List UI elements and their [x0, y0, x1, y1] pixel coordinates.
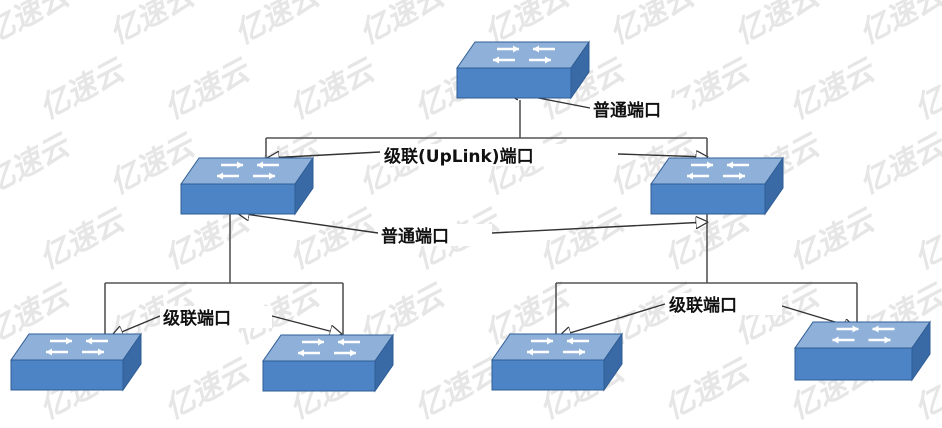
switch-arrowhead-icon [98, 348, 104, 356]
switch-middle-right [650, 156, 784, 216]
switch-side-face [374, 333, 394, 393]
switch-arrowhead-icon [269, 172, 275, 180]
uplink-port-label: 级联(UpLink)端口 [384, 146, 534, 167]
cascade-network-diagram: 普通端口 级联(UpLink)端口 普通端口 级联端口 级联端口 [10, 40, 931, 393]
switch-arrowhead-icon [547, 337, 553, 345]
switch-arrowhead-icon [707, 161, 713, 169]
switch-bottom-4 [794, 320, 931, 382]
switch-side-face [764, 156, 784, 216]
switch-arrowhead-icon [533, 45, 539, 53]
left-cascade-right-arrow [271, 315, 341, 334]
switch-front-face [491, 359, 605, 391]
switch-arrowhead-icon [727, 161, 733, 169]
switch-arrowhead-icon [739, 172, 745, 180]
switch-middle-left [180, 156, 314, 216]
switch-top-face [794, 321, 931, 349]
switch-arrowhead-icon [350, 349, 356, 357]
switch-arrowhead-icon [687, 172, 693, 180]
switch-arrowhead-icon [872, 325, 879, 333]
left-cascade-port-label: 级联端口 [163, 308, 231, 329]
right-cascade-port-label: 级联端口 [669, 295, 737, 316]
switch-side-face [122, 332, 142, 392]
switch-arrowhead-icon [527, 348, 533, 356]
switch-front-face [456, 67, 572, 99]
switch-top-face [491, 333, 623, 361]
switch-arrowhead-icon [579, 348, 585, 356]
switch-top-face [262, 334, 394, 362]
left-cascade-left-arrow [112, 315, 161, 336]
switch-bottom-1 [10, 332, 142, 392]
switch-arrowhead-icon [66, 337, 72, 345]
switch-arrowhead-icon [257, 161, 263, 169]
switch-front-face [650, 183, 766, 215]
switch-front-face [262, 360, 376, 392]
switch-top-face [10, 333, 142, 361]
switch-arrowhead-icon [513, 45, 519, 53]
switch-side-face [603, 332, 623, 392]
switch-side-face [294, 156, 314, 216]
switch-side-face [911, 320, 931, 382]
switch-side-face [570, 40, 590, 100]
switch-front-face [794, 347, 913, 381]
switch-arrowhead-icon [237, 161, 243, 169]
switch-front-face [180, 183, 296, 215]
switch-front-face [10, 359, 124, 391]
middle-normal-port-label: 普通端口 [381, 226, 449, 247]
switch-arrowhead-icon [884, 336, 891, 344]
switch-arrowhead-icon [318, 338, 324, 346]
switch-arrowhead-icon [338, 338, 344, 346]
switch-arrowhead-icon [46, 348, 52, 356]
uplink-right-arrow [617, 154, 707, 157]
switch-arrowhead-icon [86, 337, 92, 345]
switch-top-face [180, 157, 314, 185]
uplink-left-arrow [268, 152, 381, 158]
switch-arrowhead-icon [493, 56, 499, 64]
middle-normal-right-arrow [491, 222, 707, 234]
switch-arrowhead-icon [217, 172, 223, 180]
right-cascade-left-arrow [560, 303, 666, 336]
switch-top-face [650, 157, 784, 185]
switch-arrowhead-icon [545, 56, 551, 64]
switch-arrowhead-icon [832, 336, 839, 344]
switch-bottom-2 [262, 333, 394, 393]
switch-top-face [456, 41, 590, 69]
switch-arrowhead-icon [298, 349, 304, 357]
middle-normal-left-arrow [238, 213, 379, 234]
connection-lines [104, 100, 858, 337]
switch-arrowhead-icon [567, 337, 573, 345]
label-layer: 普通端口 级联(UpLink)端口 普通端口 级联端口 级联端口 [160, 98, 782, 329]
top-normal-port-label: 普通端口 [593, 100, 661, 121]
switch-bottom-3 [491, 332, 623, 392]
switch-top [456, 40, 590, 100]
switch-arrowhead-icon [852, 325, 859, 333]
